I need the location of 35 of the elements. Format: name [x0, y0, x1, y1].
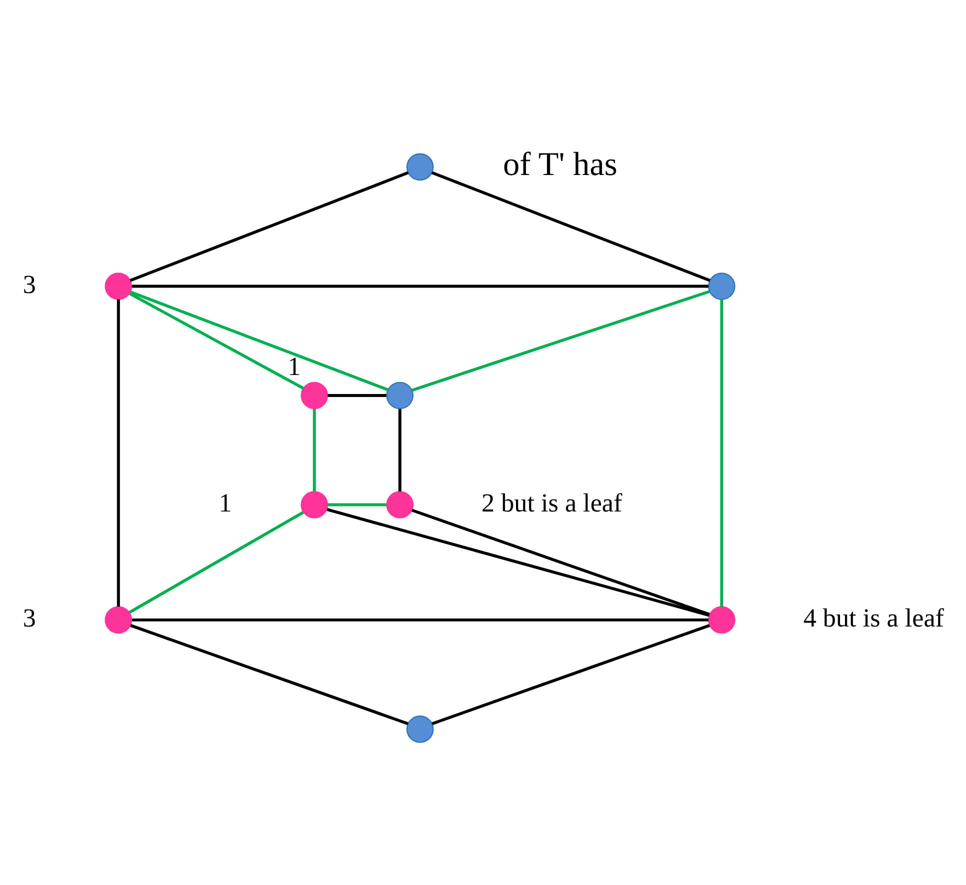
- node-label: 1: [288, 351, 301, 380]
- node-label: 2 but is a leaf: [482, 488, 622, 517]
- node-circle: [708, 606, 736, 634]
- node-circle: [406, 152, 434, 180]
- node-circle: [104, 272, 132, 300]
- connector: [132, 284, 708, 288]
- node-circle: [104, 606, 132, 634]
- connector: [128, 292, 304, 390]
- node-label: 3: [22, 603, 36, 632]
- node-circle: [300, 381, 328, 409]
- connector: [128, 510, 304, 614]
- label: of T' has: [503, 146, 618, 183]
- node-label: 1: [218, 488, 232, 517]
- connector: [328, 394, 386, 396]
- node-circle: [406, 715, 434, 742]
- node-circle: [386, 490, 414, 518]
- connector: [130, 170, 409, 282]
- connector: [132, 618, 708, 621]
- connector: [398, 408, 402, 491]
- node-label: 3: [22, 269, 36, 298]
- connector: [431, 170, 710, 282]
- connector: [116, 298, 120, 606]
- connector: [412, 508, 710, 616]
- node-circle: [708, 272, 736, 300]
- connector: [312, 408, 316, 491]
- connector: [720, 298, 724, 606]
- connector: [412, 290, 710, 392]
- node-circle: [386, 381, 414, 409]
- connector: [130, 624, 409, 725]
- node-label: 4 but is a leaf: [803, 603, 944, 632]
- node-circle: [300, 490, 328, 518]
- connector: [326, 508, 710, 616]
- connector: [328, 502, 386, 506]
- connector: [130, 290, 388, 391]
- connector: [432, 624, 710, 725]
